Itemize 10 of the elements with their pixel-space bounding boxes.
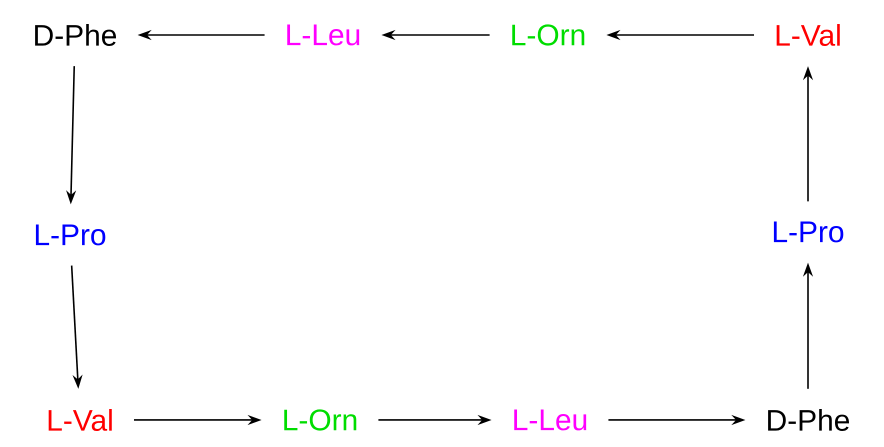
residue-label: D-Phe	[35, 24, 116, 46]
residue-label: L-Leu	[287, 24, 360, 46]
residue-label: L-Leu	[514, 410, 586, 430]
residue-label: L-Pro	[36, 224, 106, 246]
residue-label: L-Pro	[774, 222, 844, 242]
residue-label: L-Orn	[284, 409, 356, 431]
residue-label: L-Orn	[512, 24, 584, 46]
residue-label: L-Val	[48, 409, 112, 431]
residue-label: D-Phe	[768, 409, 850, 431]
residue-label: L-Val	[776, 24, 840, 46]
